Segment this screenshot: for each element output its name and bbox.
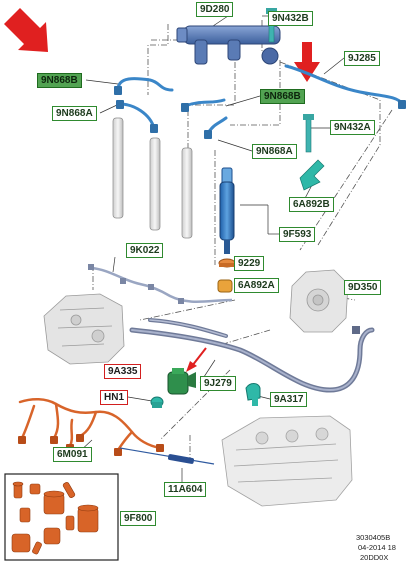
- label-9J279: 9J279: [200, 376, 236, 391]
- label-6M091: 6M091: [53, 447, 92, 462]
- pipe-nuts: [114, 86, 406, 139]
- label-9A317: 9A317: [270, 392, 308, 407]
- footer-date: 04-2014 18: [358, 543, 396, 552]
- label-9K022: 9K022: [126, 243, 164, 258]
- label-9N432A: 9N432A: [330, 120, 375, 135]
- label-9F800: 9F800: [120, 511, 157, 526]
- label-9N432B: 9N432B: [268, 11, 313, 26]
- label-6A892B: 6A892B: [289, 197, 334, 212]
- footer-model-code: 20DD0X: [360, 553, 389, 562]
- footer-ref-code: 3030405B: [356, 533, 391, 542]
- fuel-rail-icon: [176, 25, 281, 65]
- arrow-red-icon: [4, 8, 48, 52]
- construction-lines: [92, 20, 393, 460]
- wiring-harness-icon: [18, 398, 162, 452]
- seal-kit-icon: [11, 481, 99, 555]
- fuel-filter-icon: [167, 368, 196, 395]
- label-9D350: 9D350: [344, 280, 382, 295]
- label-11A604: 11A604: [164, 482, 207, 497]
- clip-icon: [245, 383, 261, 406]
- label-9N868B-left: 9N868B: [37, 73, 82, 88]
- label-9N868A-right: 9N868A: [252, 144, 297, 159]
- label-9F593: 9F593: [279, 227, 316, 242]
- fuel-line-icon: [119, 447, 215, 465]
- fuel-pump-icon: [289, 269, 349, 333]
- label-9D280: 9D280: [196, 2, 234, 17]
- clip-icon: [150, 396, 164, 408]
- label-9N868A-left: 9N868A: [52, 106, 97, 121]
- label-9A335: 9A335: [104, 364, 142, 379]
- engine-block-icon: [221, 415, 353, 507]
- label-6A892A: 6A892A: [234, 278, 279, 293]
- washer-icon: [218, 258, 236, 268]
- injector-icon: [112, 117, 193, 239]
- seal-icon: [217, 279, 233, 293]
- label-HN1: HN1: [100, 390, 129, 405]
- label-9J285: 9J285: [344, 51, 380, 66]
- injector-icon: [219, 167, 235, 254]
- return-pipe: [129, 318, 375, 393]
- label-9N868B-right: 9N868B: [260, 89, 305, 104]
- leak-off-pipe: [88, 264, 233, 304]
- arrow-red-icon: [186, 347, 207, 372]
- clip-icon: [299, 159, 325, 191]
- label-9229: 9229: [234, 256, 265, 271]
- bolt-icon: [303, 114, 314, 153]
- engine-block-icon: [43, 293, 125, 365]
